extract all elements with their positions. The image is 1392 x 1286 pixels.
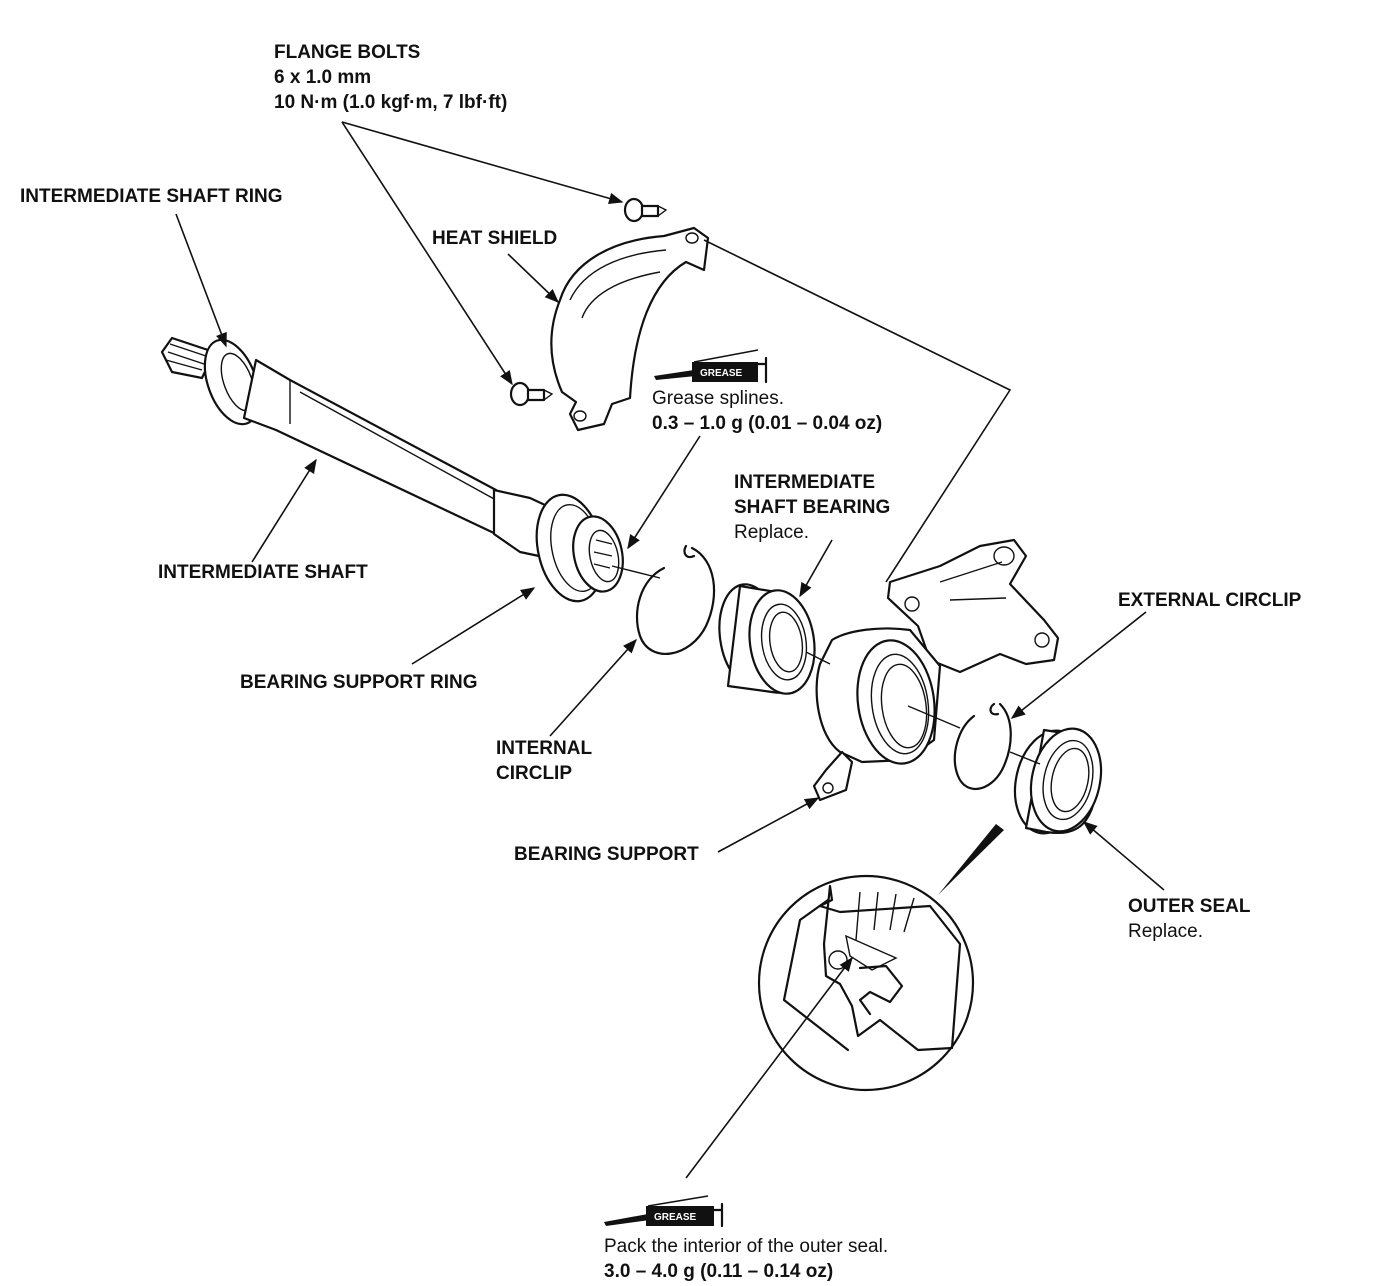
flange-bolts-torque: 10 N·m (1.0 kgf·m, 7 lbf·ft) [274,92,508,113]
pack-outer-seal-note: Pack the interior of the outer seal. [604,1236,889,1257]
external-circlip-label: EXTERNAL CIRCLIP [1118,590,1302,611]
internal-circlip-line2: CIRCLIP [496,763,572,784]
intermediate-shaft-label: INTERMEDIATE SHAFT [158,562,368,583]
pack-outer-seal-label: Pack the interior of the outer seal. 3.0… [604,1234,888,1284]
outer-seal-label: OUTER SEAL Replace. [1128,894,1250,944]
bearing-support-ring-label: BEARING SUPPORT RING [240,672,478,693]
internal-circlip-part [636,544,716,655]
grease-gun-icon: GREASE [654,349,768,384]
intermediate-shaft-bearing-line1: INTERMEDIATE [734,472,876,493]
flange-bolts-label: FLANGE BOLTS 6 x 1.0 mm 10 N·m (1.0 kgf·… [274,40,507,115]
flange-bolts-size: 6 x 1.0 mm [274,67,372,88]
grease-gun-icon: GREASE [604,1195,724,1228]
pack-outer-seal-amount: 3.0 – 4.0 g (0.11 – 0.14 oz) [604,1261,834,1282]
internal-circlip-line1: INTERNAL [496,738,593,759]
intermediate-shaft-part [160,336,624,603]
grease-tag-text: GREASE [700,368,743,379]
outer-seal-part [1013,727,1103,835]
grease-splines-amount: 0.3 – 1.0 g (0.01 – 0.04 oz) [652,413,883,434]
intermediate-shaft-bearing-line2: SHAFT BEARING [734,497,891,518]
heat-shield-part [550,226,710,432]
bearing-support-part [812,538,1060,802]
internal-circlip-label: INTERNAL CIRCLIP [496,736,592,786]
grease-tag-text: GREASE [654,1212,697,1223]
external-circlip-part [953,702,1012,791]
intermediate-shaft-bearing-part [718,583,816,695]
flange-bolt-lower [509,381,554,407]
intermediate-shaft-bearing-label: INTERMEDIATE SHAFT BEARING Replace. [734,470,890,545]
intermediate-shaft-ring-label: INTERMEDIATE SHAFT RING [20,186,283,207]
heat-shield-label: HEAT SHIELD [432,228,558,249]
seal-detail-view [757,824,1004,1092]
outer-seal-title: OUTER SEAL [1128,896,1251,917]
leader-lines [175,121,1165,1179]
grease-splines-label: Grease splines. 0.3 – 1.0 g (0.01 – 0.04… [652,386,882,436]
flange-bolt-upper [623,197,668,223]
flange-bolts-title: FLANGE BOLTS [274,42,421,63]
bearing-support-label: BEARING SUPPORT [514,844,699,865]
outer-seal-note: Replace. [1128,921,1203,942]
intermediate-shaft-bearing-note: Replace. [734,522,809,543]
grease-splines-note: Grease splines. [652,388,785,409]
